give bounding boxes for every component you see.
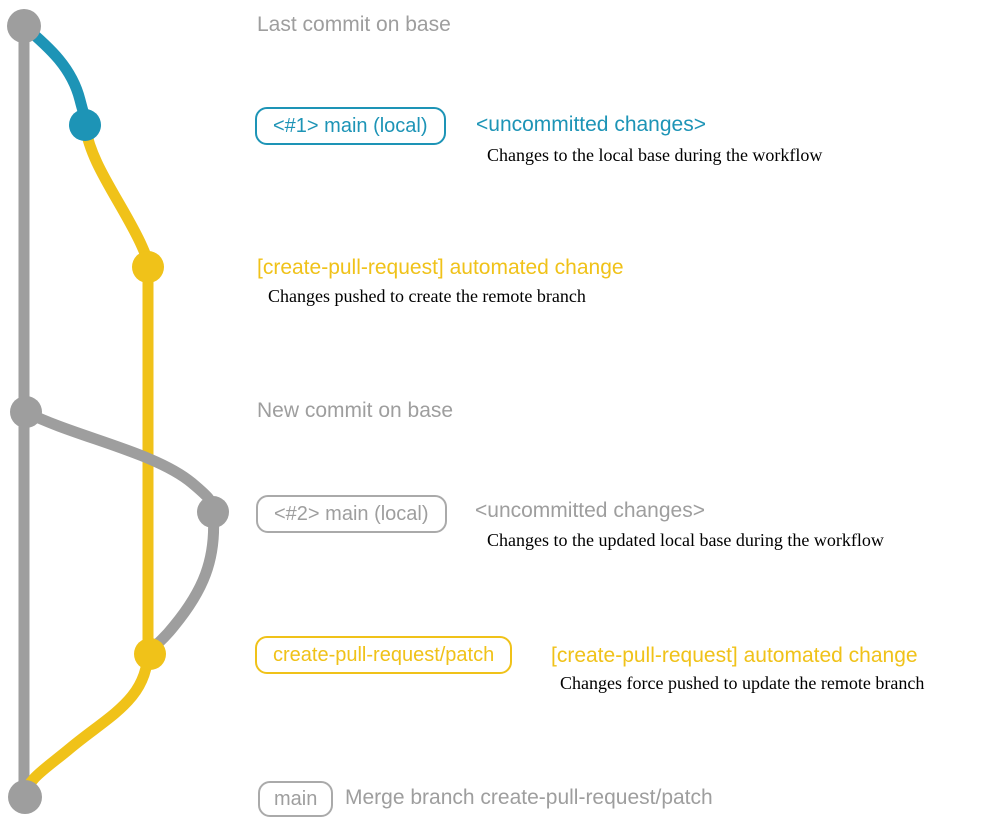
- automated-change-desc-1: Changes pushed to create the remote bran…: [268, 286, 586, 306]
- remote-branch-line: [19, 119, 154, 801]
- last-commit-label: Last commit on base: [257, 13, 451, 36]
- uncommitted-changes-title-1: <uncommitted changes>: [476, 113, 706, 136]
- commit-node-uncommitted-2: [197, 496, 229, 528]
- automated-change-title-1: [create-pull-request] automated change: [257, 256, 624, 279]
- branch-badge-main-local-2: <#2> main (local): [256, 495, 447, 533]
- uncommitted-changes-desc-2: Changes to the updated local base during…: [487, 530, 884, 550]
- updated-local-branch-line: [20, 406, 220, 660]
- branch-badge-patch: create-pull-request/patch: [255, 636, 513, 674]
- uncommitted-changes-title-2: <uncommitted changes>: [475, 499, 705, 522]
- local-branch-line: [18, 20, 91, 131]
- branch-badge-main-local-1: <#1> main (local): [255, 107, 446, 145]
- new-commit-label: New commit on base: [257, 399, 454, 422]
- merge-commit-message: Merge branch create-pull-request/patch: [345, 786, 713, 809]
- commit-node-automated-change-1: [132, 251, 164, 283]
- commit-node-automated-change-2: [134, 638, 166, 670]
- automated-change-title-2: [create-pull-request] automated change: [551, 644, 918, 667]
- commit-node-uncommitted-1: [69, 109, 101, 141]
- branch-badge-main: main: [258, 781, 334, 817]
- uncommitted-changes-desc-1: Changes to the local base during the wor…: [487, 145, 823, 165]
- commit-node-merge: [8, 780, 42, 814]
- commit-node-new-base: [10, 396, 42, 428]
- commit-node-last-base: [7, 9, 41, 43]
- git-graph: [7, 9, 229, 814]
- automated-change-desc-2: Changes force pushed to update the remot…: [560, 673, 925, 693]
